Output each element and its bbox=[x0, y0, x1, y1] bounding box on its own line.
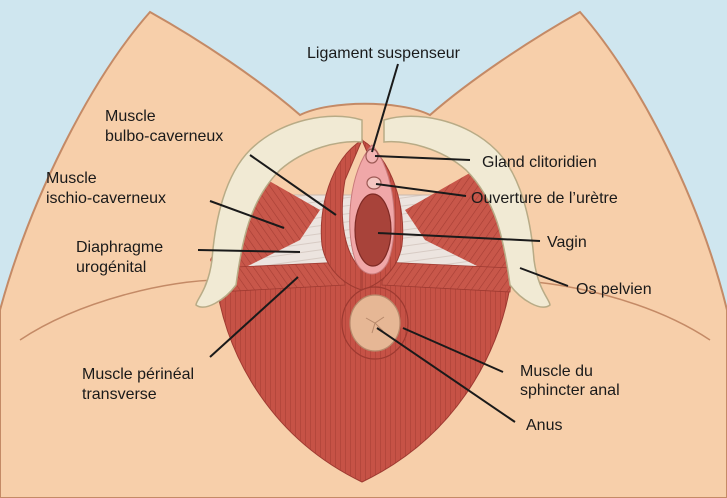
label-sphincter-anal-line1: Muscle du bbox=[520, 362, 593, 381]
label-gland-clitoridien: Gland clitoridien bbox=[482, 153, 597, 172]
urethral-opening bbox=[367, 177, 381, 189]
label-perineal-line1: Muscle périnéal bbox=[82, 365, 194, 384]
label-vagin: Vagin bbox=[547, 233, 587, 252]
label-os-pelvien: Os pelvien bbox=[576, 280, 652, 299]
label-ischio-caverneux-line2: ischio-caverneux bbox=[46, 189, 166, 208]
label-sphincter-anal-line2: sphincter anal bbox=[520, 381, 620, 400]
label-bulbo-caverneux-line1: Muscle bbox=[105, 107, 156, 126]
label-diaphragme-line1: Diaphragme bbox=[76, 238, 163, 257]
label-ischio-caverneux-line1: Muscle bbox=[46, 169, 97, 188]
vaginal-opening bbox=[355, 194, 391, 266]
label-ligament-suspenseur: Ligament suspenseur bbox=[307, 44, 460, 63]
label-bulbo-caverneux-line2: bulbo-caverneux bbox=[105, 127, 223, 146]
label-anus: Anus bbox=[526, 416, 562, 435]
label-diaphragme-line2: urogénital bbox=[76, 258, 146, 277]
label-ouverture-uretre: Ouverture de l’urètre bbox=[471, 189, 618, 208]
label-perineal-line2: transverse bbox=[82, 385, 157, 404]
